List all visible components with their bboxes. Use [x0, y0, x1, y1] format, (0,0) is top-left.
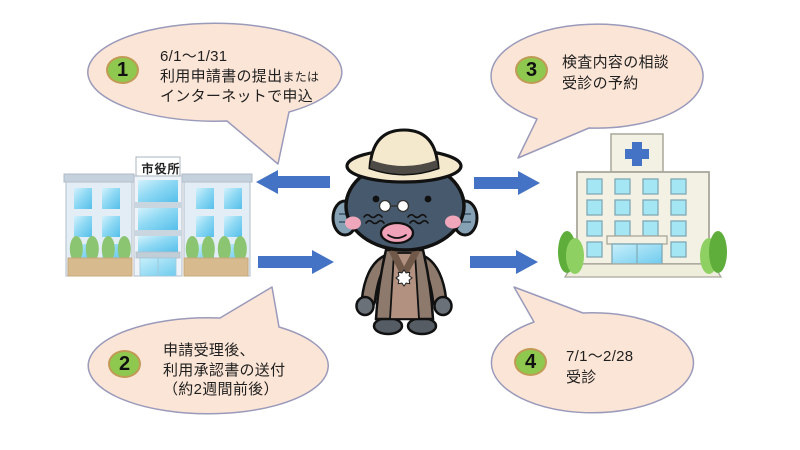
hospital-base	[563, 263, 723, 278]
step-1-line-2: 利用申請書の提出または	[160, 67, 320, 85]
hospital-cross-icon	[625, 142, 649, 166]
step-text-2: 申請受理後、 利用承認書の送付 （約2週間前後）	[163, 341, 285, 400]
mascot-hand	[433, 295, 453, 317]
step-badge-2: 2	[108, 350, 141, 378]
city-hall-trees	[67, 236, 249, 277]
mascot-flower	[395, 269, 413, 287]
mascot-foot	[372, 316, 404, 336]
city-hall-sign	[135, 156, 181, 177]
mascot-cheek	[445, 215, 461, 229]
arrow-to-hospital-top-icon	[474, 171, 540, 195]
mascot-mustache	[363, 213, 429, 225]
hospital-entrance	[606, 235, 668, 265]
step-1-line-3: インターネットで申込	[160, 88, 314, 105]
step-badge-4: 4	[514, 348, 547, 376]
arrow-from-cityhall-icon	[258, 250, 334, 274]
step-4-line-1: 7/1～2/28	[566, 348, 634, 365]
hospital-bush-left	[558, 231, 584, 274]
mascot-hand	[355, 295, 375, 317]
city-hall-sign-label: 市役所	[141, 162, 181, 176]
hospital-bush-right	[700, 231, 727, 274]
step-3-line-1: 検査内容の相談	[562, 54, 670, 71]
mascot-character	[331, 128, 479, 336]
speech-bubble-3	[490, 23, 704, 159]
arrow-to-hospital-bottom-icon	[470, 250, 538, 274]
step-text-4: 7/1～2/28 受診	[566, 346, 633, 388]
step-badge-1: 1	[106, 56, 139, 84]
mascot-hat	[345, 128, 463, 184]
step-2-line-1: 申請受理後、	[163, 342, 255, 359]
hospital-windows	[586, 178, 687, 258]
city-hall-entrance	[135, 251, 181, 277]
speech-bubble-1	[87, 22, 343, 165]
step-1-line-1: 6/1～1/31	[160, 48, 228, 65]
hospital-illustration	[558, 133, 727, 278]
step-3-line-2: 受診の予約	[562, 75, 639, 92]
city-hall-illustration	[63, 156, 253, 277]
step-4-line-2: 受診	[566, 369, 597, 386]
speech-bubble-4	[490, 286, 695, 414]
mascot-eye	[372, 195, 380, 203]
mascot-cheek	[345, 216, 361, 230]
mascot-mouth	[379, 221, 415, 245]
step-text-3: 検査内容の相談 受診の予約	[562, 52, 669, 94]
mascot-glasses-icon	[378, 199, 410, 213]
step-text-1: 6/1～1/31 利用申請書の提出または インターネットで申込	[160, 47, 319, 107]
mascot-eye	[424, 195, 432, 203]
speech-bubble-2	[87, 286, 329, 415]
step-2-line-3: （約2週間前後）	[163, 381, 279, 398]
step-2-line-2: 利用承認書の送付	[163, 361, 286, 379]
arrow-to-cityhall-icon	[256, 170, 330, 194]
step-badge-3: 3	[515, 56, 548, 84]
mascot-foot	[406, 316, 438, 336]
